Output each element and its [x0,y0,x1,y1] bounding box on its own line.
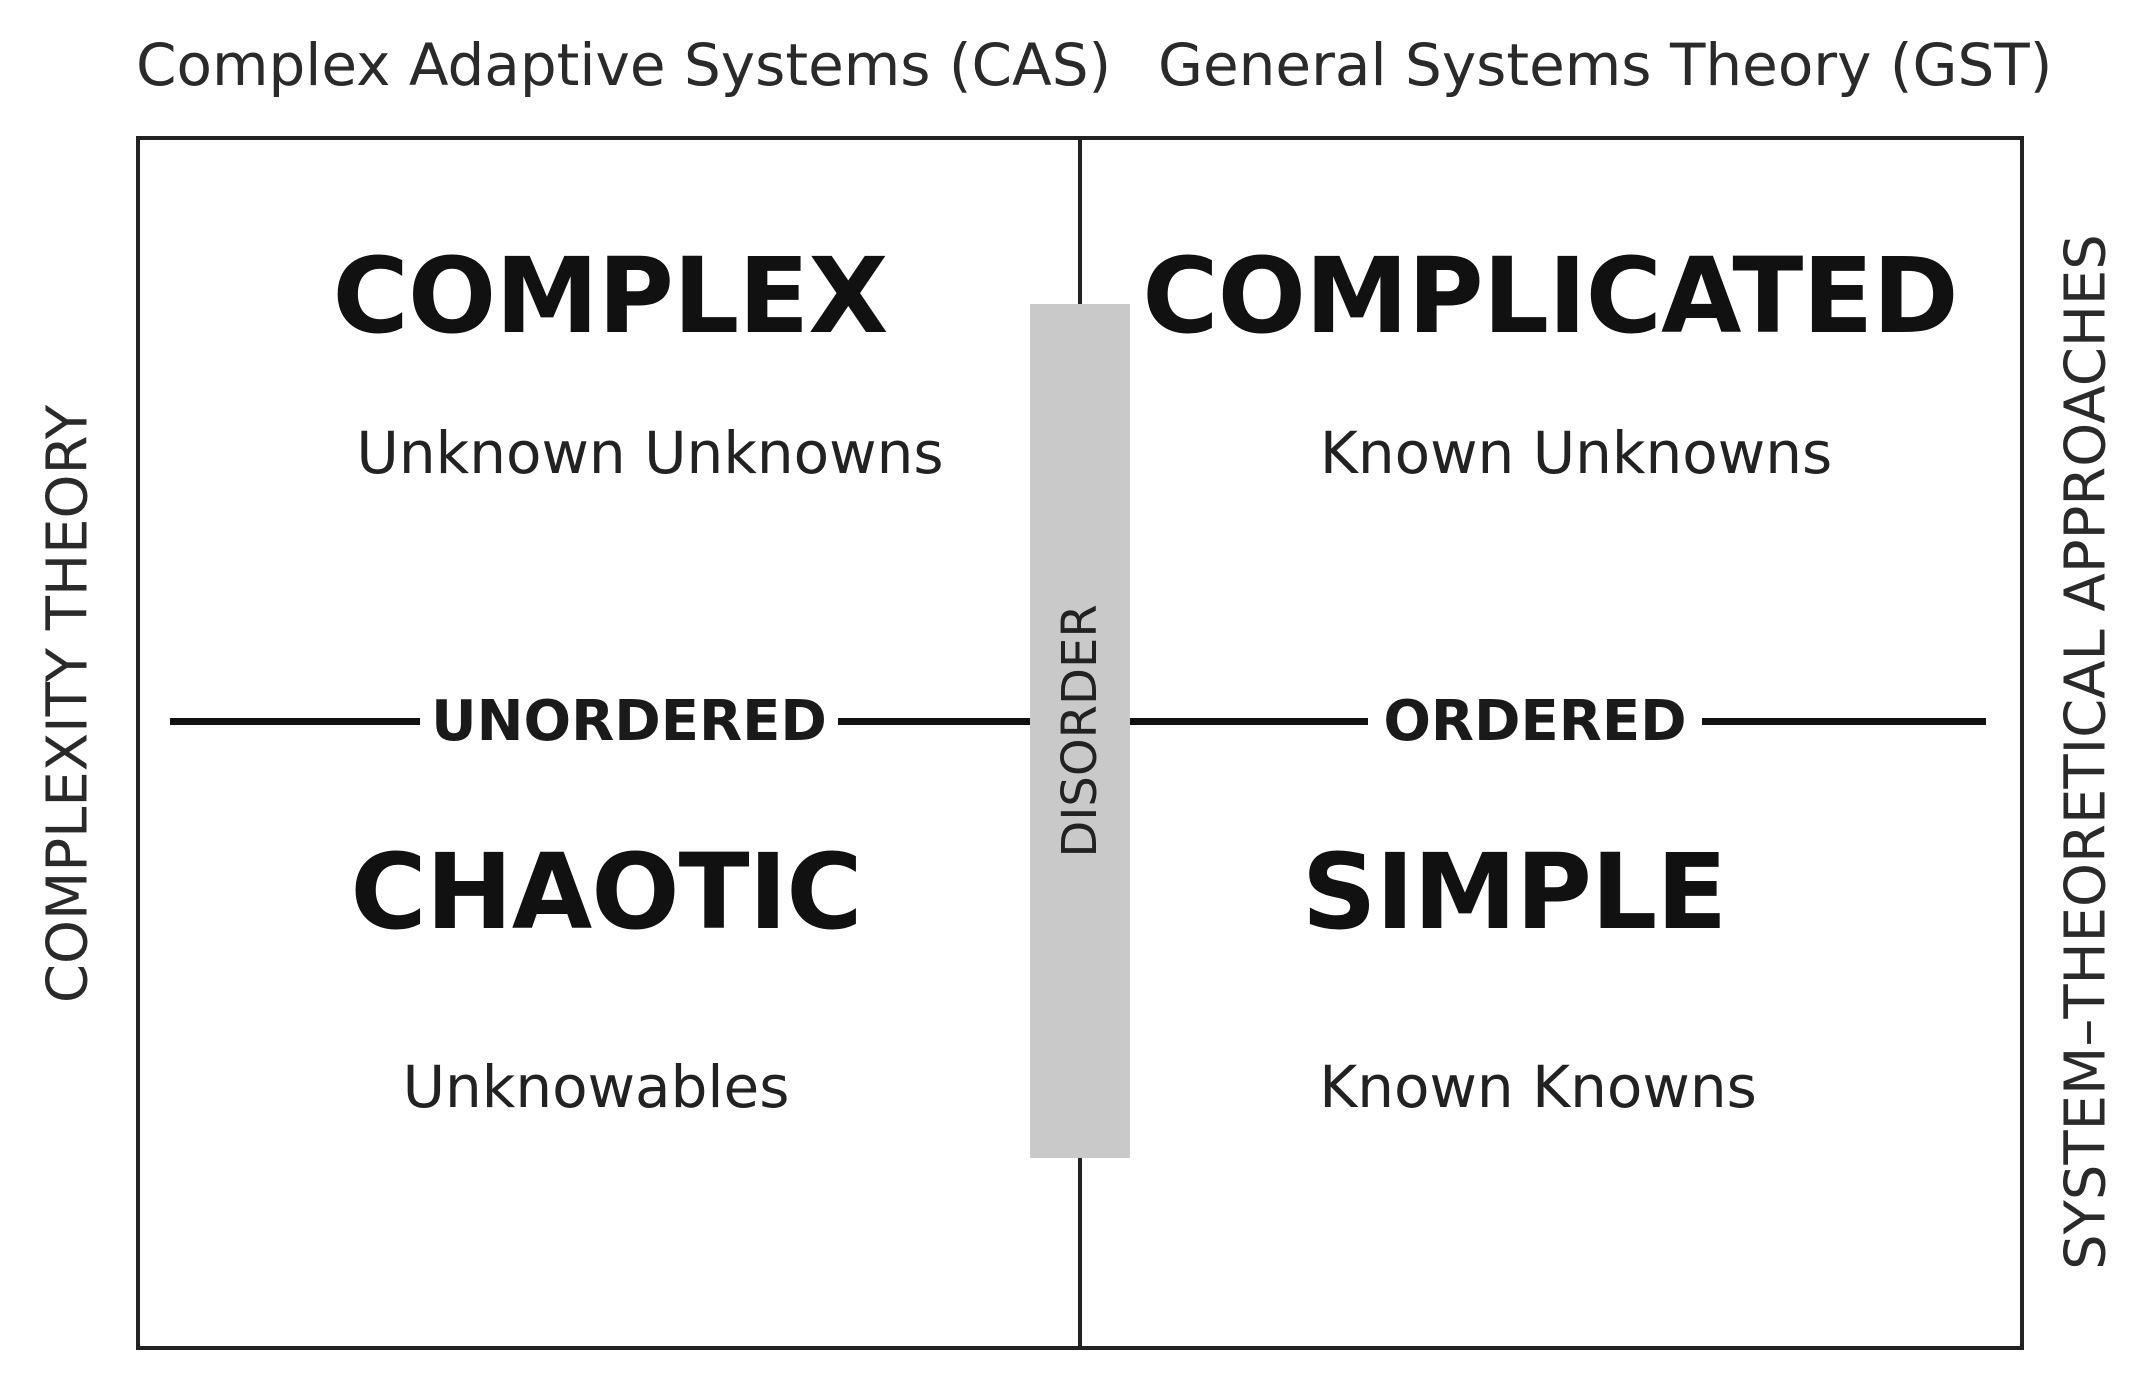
horizontal-divider-segment [1130,718,1368,725]
chaotic-quadrant-subtitle: Unknowables [402,1053,790,1121]
chaotic-quadrant-title: CHAOTIC [350,831,862,953]
gst-header-label: General Systems Theory (GST) [1158,31,2053,99]
horizontal-divider-segment [1702,718,1986,725]
disorder-bar [1030,304,1130,1158]
cas-header-label: Complex Adaptive Systems (CAS) [136,31,1112,99]
simple-quadrant-subtitle: Known Knowns [1319,1053,1757,1121]
complicated-quadrant-subtitle: Known Unknowns [1319,419,1833,487]
disorder-label: DISORDER [1052,604,1108,858]
ordered-axis-label: ORDERED [1383,689,1687,754]
center-divider-top [1078,136,1082,304]
horizontal-divider-segment [838,718,1032,725]
unordered-axis-label: UNORDERED [431,689,827,754]
horizontal-divider-segment [170,718,420,725]
complex-quadrant-title: COMPLEX [332,235,889,357]
center-divider-bottom [1078,1158,1082,1350]
complicated-quadrant-title: COMPLICATED [1142,235,1958,357]
simple-quadrant-title: SIMPLE [1301,831,1728,953]
complex-quadrant-subtitle: Unknown Unknowns [356,419,944,487]
system-theoretical-side-label: SYSTEM–THEORETICAL APPROACHES [2053,234,2119,1270]
complexity-theory-side-label: COMPLEXITY THEORY [35,404,101,1004]
